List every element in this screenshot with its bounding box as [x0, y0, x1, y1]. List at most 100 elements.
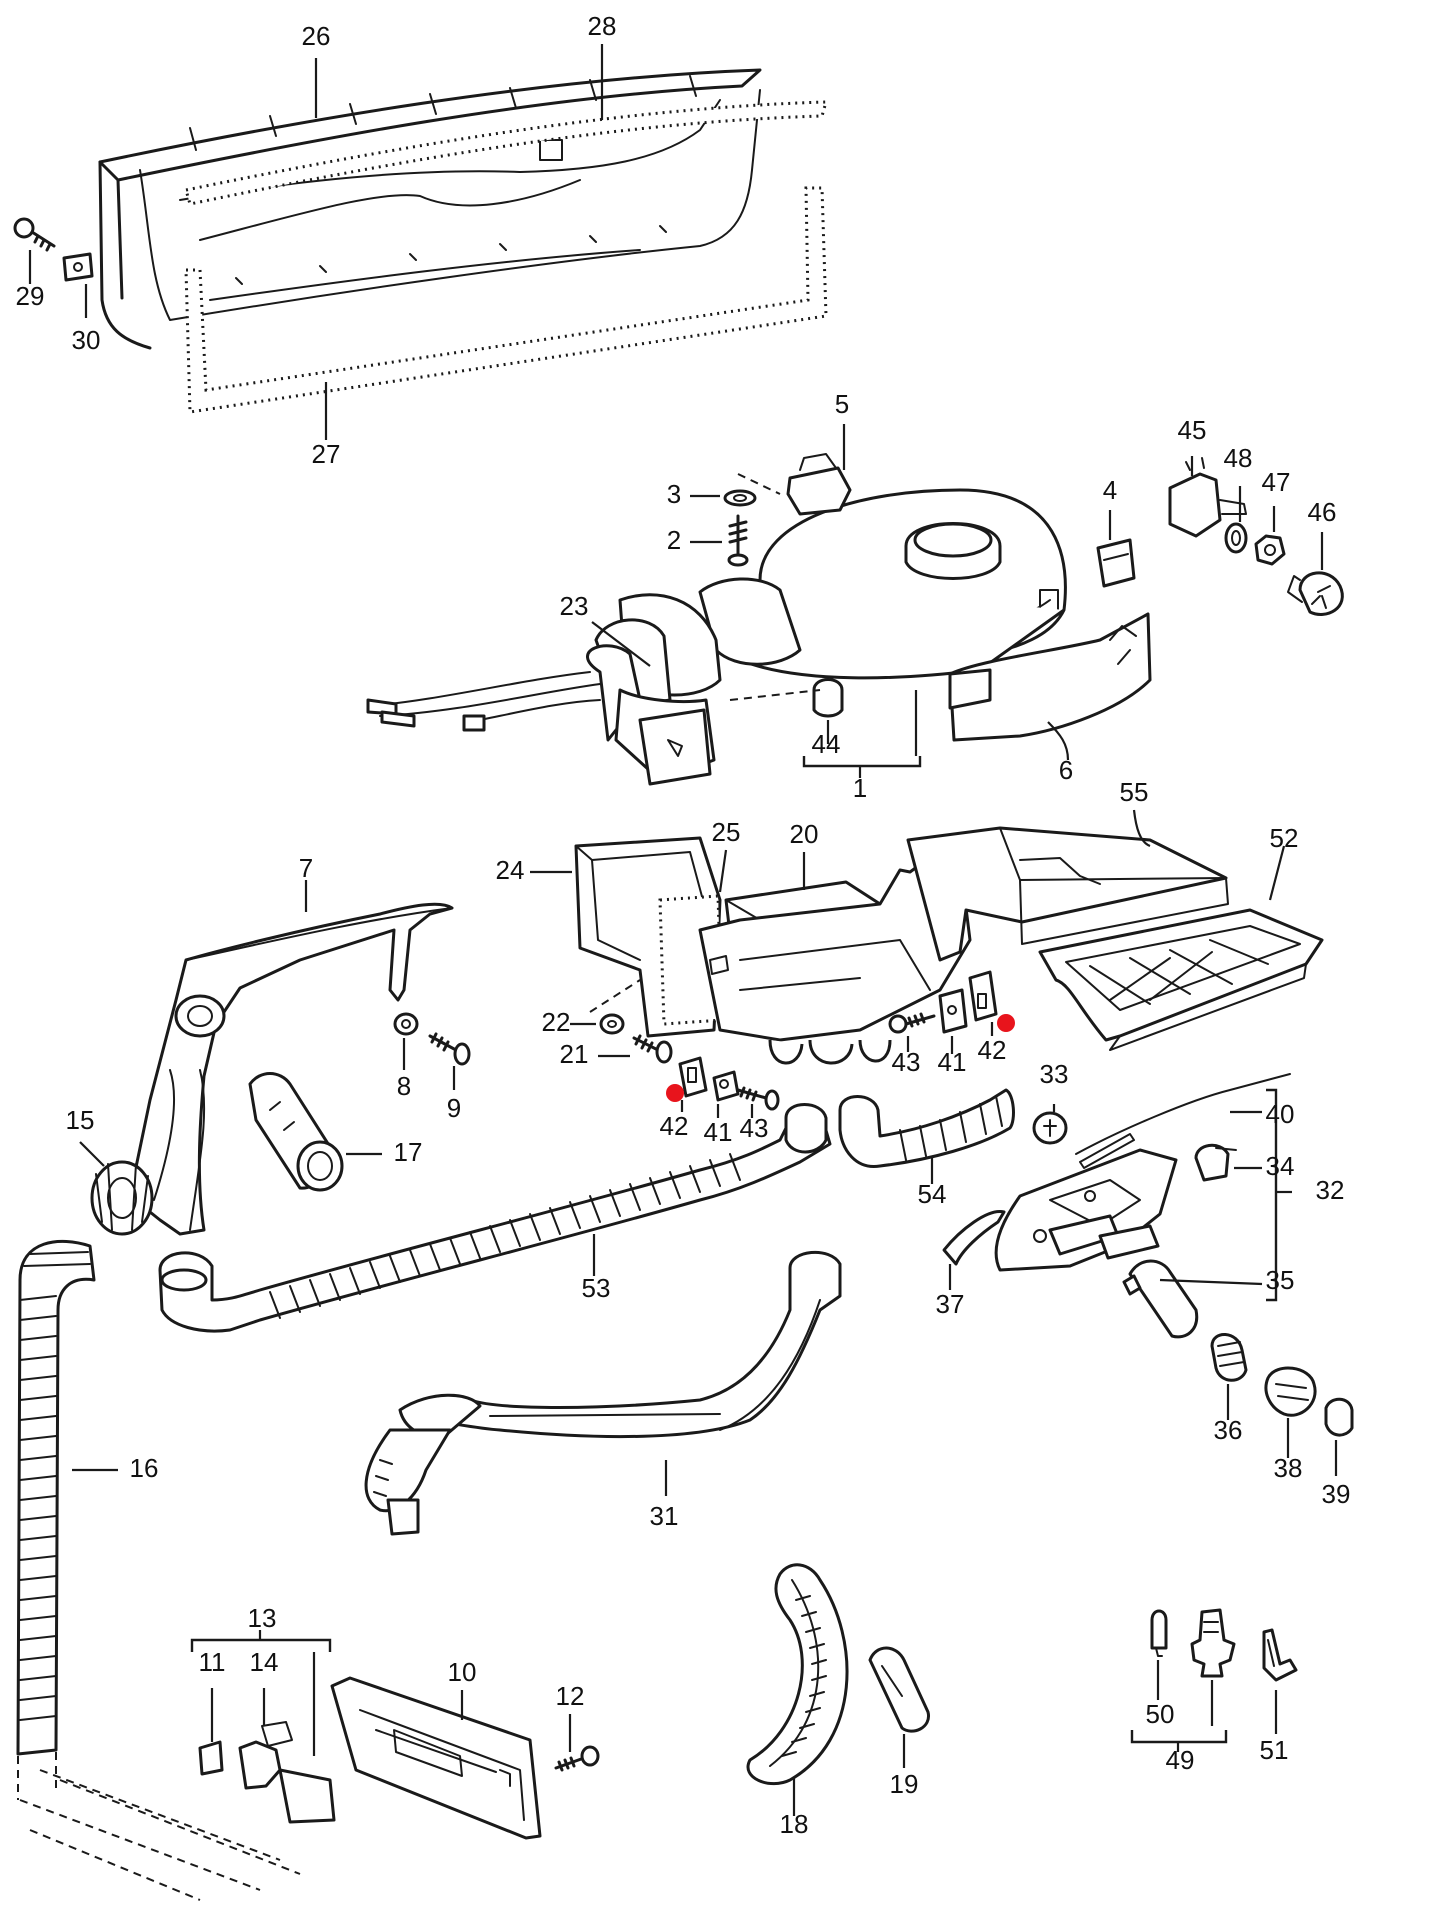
cap-39 [1324, 1397, 1354, 1437]
callout-8: 8 [397, 1071, 411, 1101]
o-ring-48 [1224, 522, 1248, 554]
callout-37: 37 [936, 1289, 965, 1319]
callout-52: 52 [1270, 823, 1299, 853]
callout-47: 47 [1262, 467, 1291, 497]
vent-52 [1038, 908, 1324, 1051]
clip-51 [1262, 1628, 1298, 1682]
hotspot-marker-left [666, 1084, 684, 1102]
heater-housing [698, 848, 972, 1065]
callout-5: 5 [835, 389, 849, 419]
washer-33 [1032, 1111, 1068, 1145]
hotspot-marker-right [997, 1014, 1015, 1032]
callout-35: 35 [1266, 1265, 1295, 1295]
callout-26: 26 [302, 21, 331, 51]
heater-hose-53 [158, 1103, 832, 1333]
callout-12: 12 [556, 1681, 585, 1711]
lever-37 [942, 1210, 1006, 1266]
cable-40 [1075, 1073, 1291, 1169]
bulb-50 [1150, 1609, 1168, 1657]
switch-35 [1122, 1259, 1199, 1339]
callout-11: 11 [199, 1647, 226, 1677]
bracket-41-right [938, 988, 968, 1034]
duct-clamp-15 [90, 1160, 154, 1236]
callout-44: 44 [812, 729, 841, 759]
dashboard-upper-seal [184, 100, 829, 206]
washer-22 [599, 1013, 625, 1035]
callout-50: 50 [1146, 1699, 1175, 1729]
callout-31: 31 [650, 1501, 679, 1531]
callout-27: 27 [312, 439, 341, 469]
callout-53: 53 [582, 1273, 611, 1303]
cap-19 [868, 1646, 930, 1733]
bracket-42-right [968, 970, 998, 1022]
callout-51: 51 [1260, 1735, 1289, 1765]
callout-43-left: 43 [740, 1113, 769, 1143]
callout-9: 9 [447, 1093, 461, 1123]
screw-29 [13, 217, 56, 252]
callout-labels: 26 28 29 30 27 5 3 2 4 45 48 47 46 23 44… [16, 11, 1351, 1839]
callout-4: 4 [1103, 475, 1117, 505]
bracket-41-left [712, 1070, 740, 1102]
bulb-holder-49 [1190, 1608, 1236, 1678]
spring-36 [1210, 1333, 1248, 1382]
dashboard-panel [98, 68, 762, 350]
blower-motor-assembly [586, 488, 1067, 786]
socket-17 [248, 1072, 344, 1192]
screw-21 [632, 1034, 673, 1064]
callout-24: 24 [496, 855, 525, 885]
callout-23: 23 [560, 591, 589, 621]
callout-49: 49 [1166, 1745, 1195, 1775]
screw-9 [428, 1032, 471, 1066]
callout-7: 7 [299, 853, 313, 883]
callout-43-right: 43 [892, 1047, 921, 1077]
callout-54: 54 [918, 1179, 947, 1209]
speaker-grille-18 [746, 1563, 849, 1786]
console-bracket-7 [128, 902, 454, 1236]
callout-1: 1 [853, 773, 867, 803]
ashtray-10 [330, 1676, 542, 1840]
callout-34: 34 [1266, 1151, 1295, 1181]
callout-2: 2 [667, 525, 681, 555]
callout-42-right: 42 [978, 1035, 1007, 1065]
callout-41-right: 41 [938, 1047, 967, 1077]
screw-43-left [736, 1086, 780, 1111]
callout-3: 3 [667, 479, 681, 509]
callout-20: 20 [790, 819, 819, 849]
dashboard-frame-seal [184, 186, 828, 414]
screw-2 [727, 514, 749, 567]
clip-30 [62, 252, 94, 282]
knob-38 [1264, 1366, 1317, 1417]
callout-13: 13 [248, 1603, 277, 1633]
bracket-42-left [678, 1056, 708, 1098]
nut-47 [1254, 534, 1286, 566]
callout-6: 6 [1059, 755, 1073, 785]
callout-38: 38 [1274, 1453, 1303, 1483]
knob-46 [1287, 571, 1344, 616]
callout-10: 10 [448, 1657, 477, 1687]
control-unit-32 [994, 1148, 1178, 1272]
callout-55: 55 [1120, 777, 1149, 807]
callout-21: 21 [560, 1039, 589, 1069]
callout-33: 33 [1040, 1059, 1069, 1089]
air-duct-55 [906, 826, 1229, 962]
callout-48: 48 [1224, 443, 1253, 473]
washer-3 [723, 489, 757, 507]
callout-19: 19 [890, 1769, 919, 1799]
callout-17: 17 [394, 1137, 423, 1167]
defroster-duct-31 [364, 1250, 842, 1536]
callout-32: 32 [1316, 1175, 1345, 1205]
callout-45: 45 [1178, 415, 1207, 445]
callout-18: 18 [780, 1809, 809, 1839]
callout-15: 15 [66, 1105, 95, 1135]
clip-5 [786, 453, 852, 516]
switch-11 [198, 1740, 224, 1776]
flex-hose-16 [16, 1239, 96, 1756]
callout-14: 14 [250, 1647, 279, 1677]
callout-22: 22 [542, 1007, 571, 1037]
washer-8 [393, 1012, 419, 1036]
lamp-holder-34 [1194, 1143, 1237, 1182]
switch-45 [1168, 457, 1247, 538]
callout-42-left: 42 [660, 1111, 689, 1141]
grommet-44 [812, 678, 844, 718]
